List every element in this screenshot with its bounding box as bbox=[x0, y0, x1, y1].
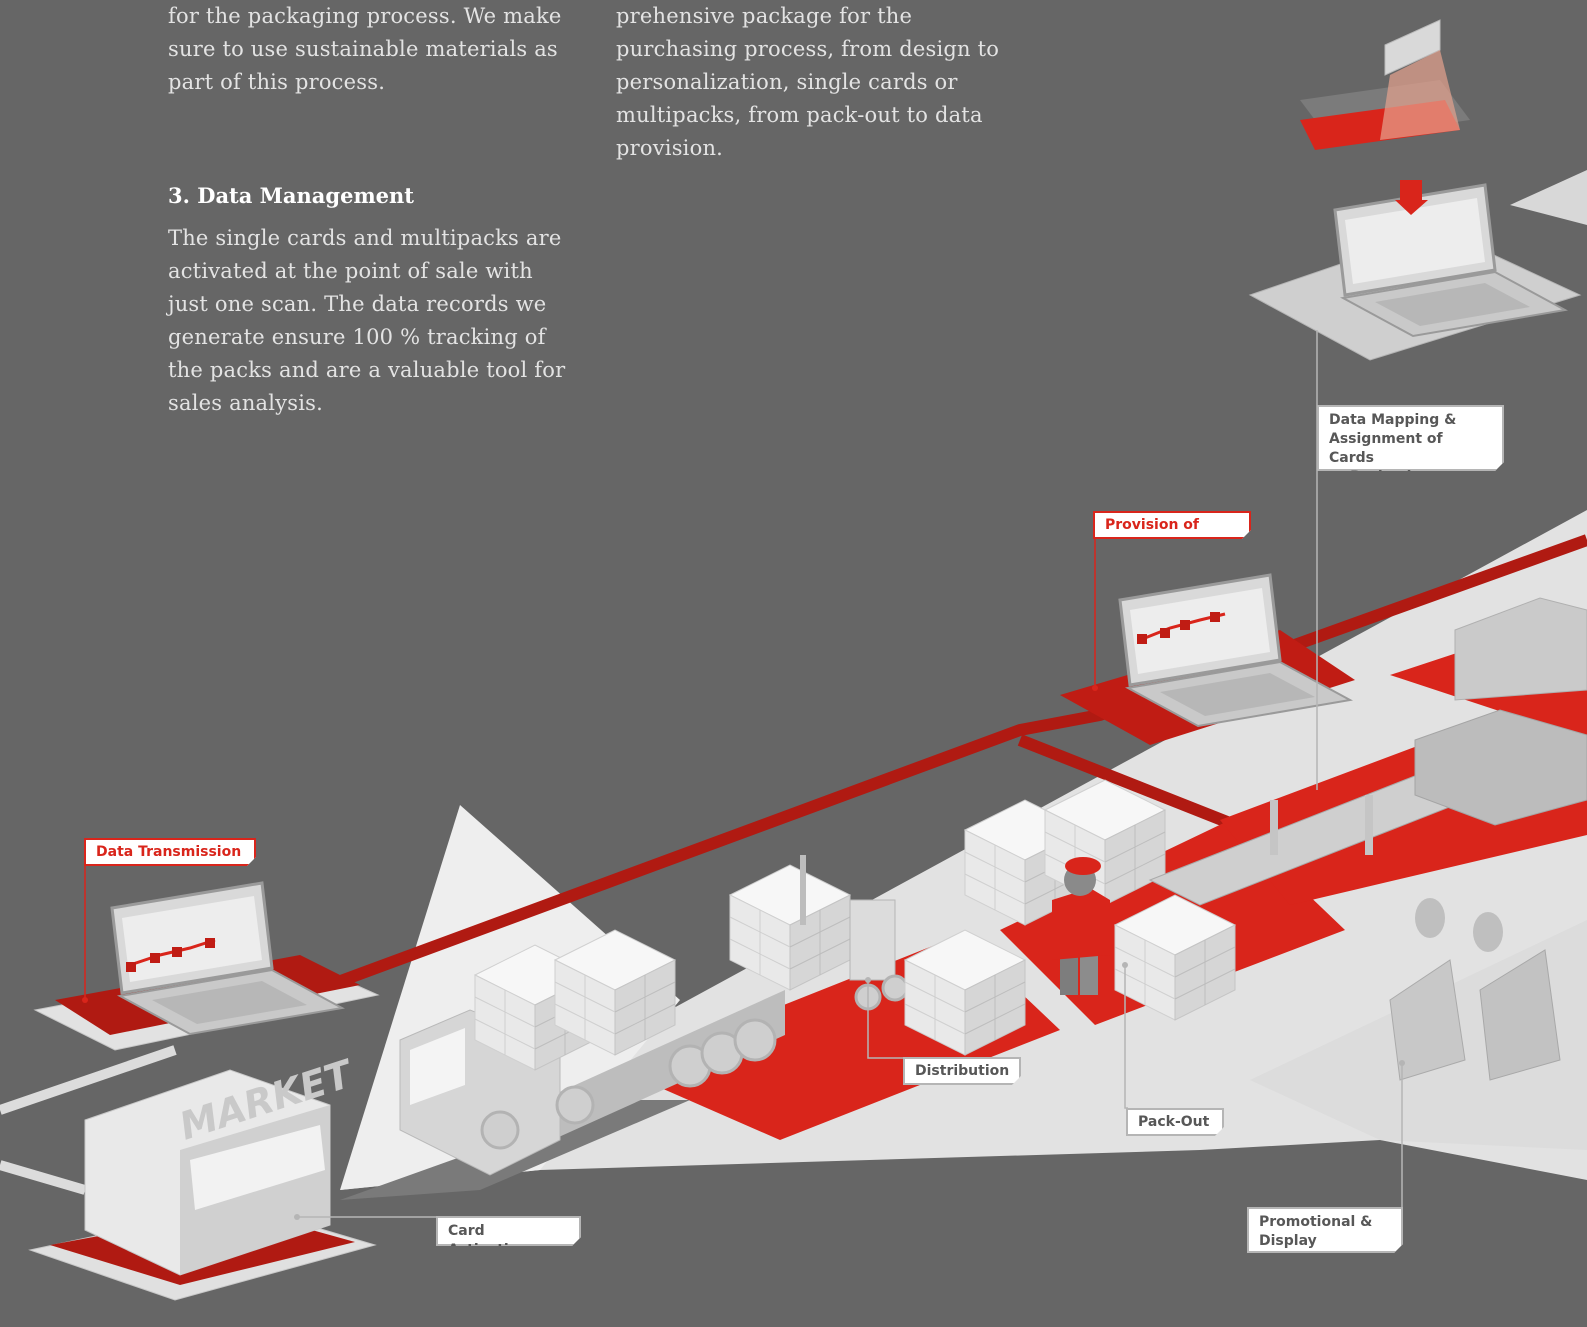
callout-pack-out-text: Pack-Out bbox=[1138, 1114, 1210, 1130]
callout-pack-out: Pack-Out bbox=[1126, 1108, 1224, 1136]
callout-provision-of-data: Provision of Data bbox=[1093, 511, 1251, 539]
column-one-text: for the packaging process. We make sure … bbox=[168, 4, 562, 94]
callout-data-transmission: Data Transmission bbox=[84, 838, 256, 866]
section-body-data-management: The single cards and multipacks are acti… bbox=[168, 226, 566, 415]
section-heading-data-management: 3. Data Management bbox=[168, 183, 414, 208]
callout-data-transmission-text: Data Transmission bbox=[96, 844, 242, 860]
column-two-text: prehensive package for the purchasing pr… bbox=[616, 4, 1000, 160]
callout-data-mapping: Data Mapping & Assignment of Cards to Pa… bbox=[1317, 405, 1504, 471]
callout-distribution-text: Distribution bbox=[915, 1063, 1010, 1079]
callout-promotional-display: Promotional & Display Packaging bbox=[1247, 1207, 1403, 1253]
callout-distribution: Distribution bbox=[903, 1057, 1021, 1085]
callout-card-activation: Card Activation bbox=[436, 1216, 581, 1246]
